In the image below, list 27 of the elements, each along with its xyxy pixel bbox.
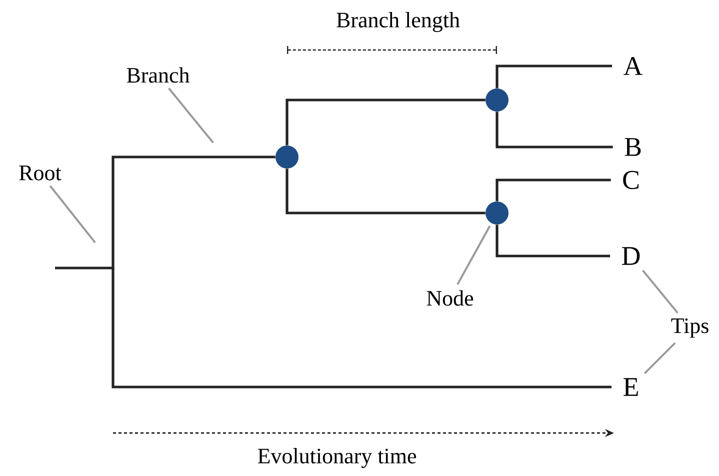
branch-line [496,112,613,148]
leader-line [49,185,96,244]
tip-label: E [624,378,638,396]
term-label: Tips [671,318,708,338]
leader-line [456,225,491,285]
node-dot [486,88,508,112]
branch-line [112,268,612,388]
tip-label: A [624,57,643,75]
term-label: Node [426,290,474,306]
axis-label: Branch length [336,12,460,32]
leader-line [642,270,678,314]
branch-line [286,98,486,146]
tip-label: B [624,138,641,156]
branch-line [496,64,612,88]
tip-label: C [623,170,639,190]
leader-line [168,88,214,144]
tip-label: D [622,247,640,265]
term-label: Root [19,166,62,180]
leader-line [644,342,676,374]
branch-line [55,156,276,270]
branch-line [496,178,611,202]
branch-line [286,168,486,214]
node-dot [486,202,508,224]
node-dot [276,146,298,168]
term-label: Branch [126,67,190,83]
branch-line [496,224,610,258]
axis-label: Evolutionary time [258,448,416,468]
